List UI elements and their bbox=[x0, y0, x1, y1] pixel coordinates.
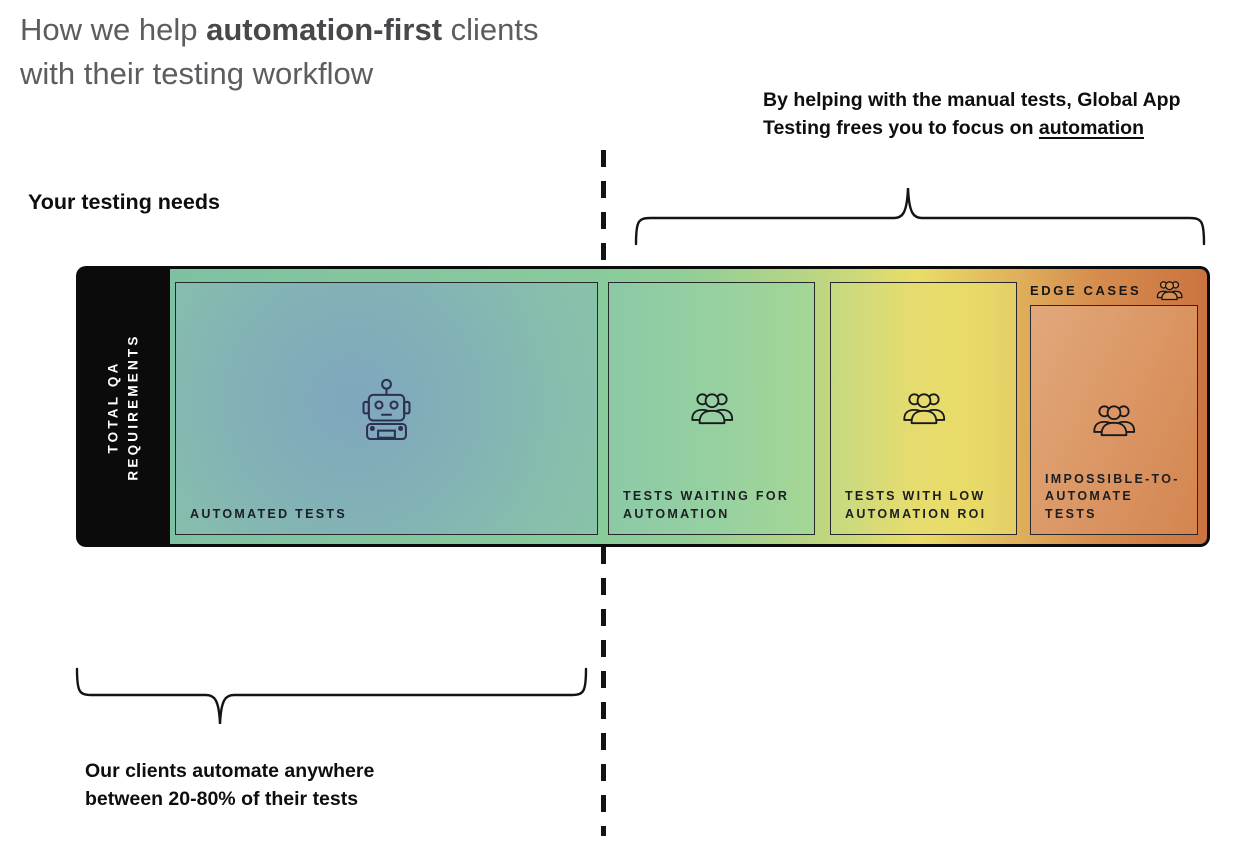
box-label: IMPOSSIBLE-TO- AUTOMATE TESTS bbox=[1045, 471, 1180, 521]
curly-brace-down-icon bbox=[75, 667, 588, 725]
edge-cases-label: EDGE CASES bbox=[1030, 282, 1142, 298]
curly-brace-up-icon bbox=[634, 187, 1206, 246]
box-automated-tests: AUTOMATED TESTS bbox=[175, 282, 598, 535]
annotation-line2-prefix: Testing frees you to focus on bbox=[763, 116, 1039, 139]
manual-tests-brace bbox=[634, 182, 1208, 248]
qa-bar-side-cap: TOTAL QA REQUIREMENTS bbox=[76, 266, 172, 547]
manual-tests-annotation-line2: Testing frees you to focus on automation bbox=[763, 115, 1233, 143]
your-testing-needs-label: Your testing needs bbox=[28, 190, 220, 214]
automation-range-line2: between 20-80% of their tests bbox=[85, 787, 359, 810]
manual-tests-annotation: By helping with the manual tests, Global… bbox=[763, 87, 1233, 142]
automation-range-annotation: Our clients automate anywhere between 20… bbox=[85, 758, 505, 813]
box-label: TESTS WAITING FOR AUTOMATION bbox=[623, 489, 790, 521]
title-suffix: clients bbox=[442, 12, 539, 47]
total-qa-requirements-label: TOTAL QA REQUIREMENTS bbox=[106, 332, 142, 481]
title-prefix: How we help bbox=[20, 12, 207, 47]
dashed-divider-top bbox=[601, 150, 606, 266]
box-label: AUTOMATED TESTS bbox=[190, 506, 347, 521]
dashed-divider-bottom bbox=[601, 547, 606, 836]
page-title-line2: with their testing workflow bbox=[20, 56, 374, 91]
people-group-icon bbox=[1093, 404, 1136, 436]
automated-tests-brace bbox=[74, 666, 590, 728]
people-group-icon bbox=[902, 393, 945, 425]
manual-tests-annotation-line1: By helping with the manual tests, Global… bbox=[763, 89, 1181, 111]
robot-icon bbox=[362, 378, 411, 440]
page-title-line1: How we help automation-first clients bbox=[20, 8, 539, 52]
box-impossible-to-automate-tests: IMPOSSIBLE-TO- AUTOMATE TESTS bbox=[1030, 305, 1198, 535]
box-tests-with-low-automation-roi: TESTS WITH LOW AUTOMATION ROI bbox=[830, 282, 1017, 535]
people-group-icon bbox=[690, 393, 733, 425]
title-bold-phrase: automation-first bbox=[206, 12, 443, 47]
edge-cases-row: EDGE CASES bbox=[1030, 277, 1198, 303]
box-label: TESTS WITH LOW AUTOMATION ROI bbox=[845, 489, 987, 521]
automation-underlined-text: automation bbox=[1038, 116, 1145, 139]
box-tests-waiting-for-automation: TESTS WAITING FOR AUTOMATION bbox=[608, 282, 815, 535]
page-title: How we help automation-first clients wit… bbox=[20, 8, 539, 96]
automation-range-line1: Our clients automate anywhere bbox=[85, 760, 375, 782]
people-group-icon bbox=[1156, 280, 1183, 300]
